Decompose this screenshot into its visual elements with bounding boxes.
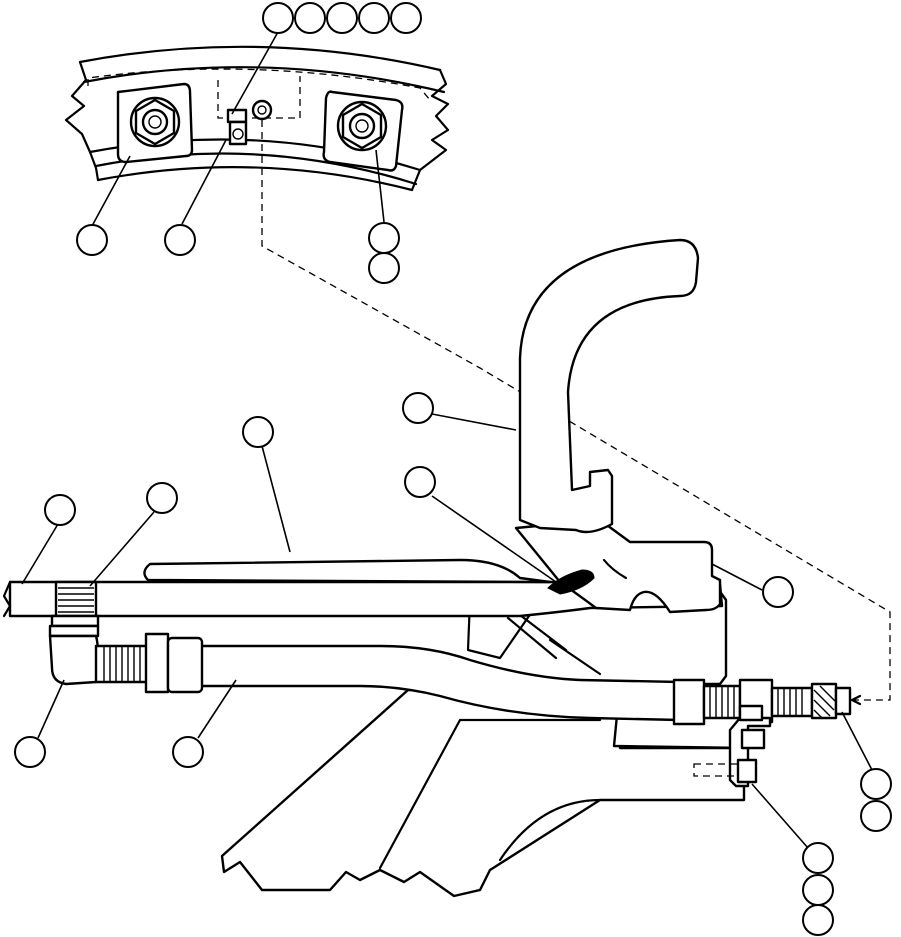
guide-dashed-line: [262, 120, 890, 700]
callout-c20: [803, 843, 833, 873]
callout-c3: [327, 3, 357, 33]
callout-c9: [369, 253, 399, 283]
callout-c15: [763, 577, 793, 607]
callout-c4: [359, 3, 389, 33]
callout-c8: [369, 223, 399, 253]
callout-c5: [391, 3, 421, 33]
guide-arrow: [852, 696, 860, 704]
callout-c14: [45, 495, 75, 525]
callout-c13: [147, 483, 177, 513]
leader-lines: [22, 32, 872, 848]
callout-c1: [263, 3, 293, 33]
callout-c16: [15, 737, 45, 767]
callout-c6: [77, 225, 107, 255]
callout-c12: [405, 467, 435, 497]
weld-bead: [548, 570, 594, 594]
main-assembly: [4, 240, 850, 896]
callout-c22: [803, 905, 833, 935]
callout-c17: [173, 737, 203, 767]
callout-c19: [861, 801, 891, 831]
callout-c18: [861, 769, 891, 799]
callout-c2: [295, 3, 325, 33]
callout-c7: [165, 225, 195, 255]
detail-inset: [66, 47, 448, 190]
callout-bubbles: [15, 3, 891, 935]
callout-c21: [803, 875, 833, 905]
callout-c10: [403, 393, 433, 423]
callout-c11: [243, 417, 273, 447]
